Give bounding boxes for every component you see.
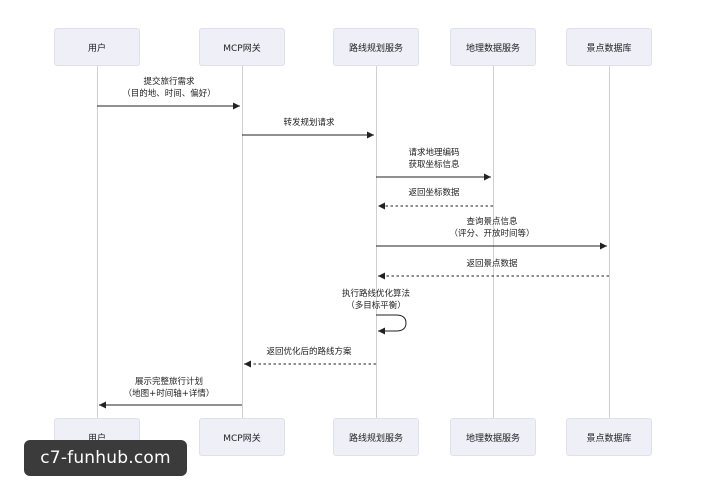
- actor-geo-data-top: 地理数据服务: [450, 28, 536, 66]
- actor-label: 地理数据服务: [465, 43, 520, 54]
- message-label-submit-request: 提交旅行需求（目的地、时间、偏好）: [122, 77, 216, 99]
- actor-label: MCP网关: [223, 433, 261, 444]
- actor-mcp-gateway-top: MCP网关: [199, 28, 285, 66]
- actor-label: 用户: [87, 43, 106, 54]
- lifeline-geo-data: [493, 66, 494, 418]
- actor-label: 景点数据库: [586, 433, 632, 444]
- watermark-text: c7-funhub.com: [40, 448, 171, 468]
- message-label-return-coordinates: 返回坐标数据: [408, 188, 460, 198]
- message-arrow-self-optimize: [376, 314, 407, 335]
- actor-label: 景点数据库: [586, 43, 632, 54]
- actor-mcp-gateway-bottom: MCP网关: [199, 418, 285, 456]
- message-label-return-route: 返回优化后的路线方案: [266, 347, 352, 357]
- actor-label: 路线规划服务: [348, 433, 403, 444]
- lifeline-mcp-gateway: [242, 66, 243, 418]
- message-label-return-poi: 返回景点数据: [466, 259, 518, 269]
- lifeline-poi-db: [609, 66, 610, 418]
- actor-geo-data-bottom: 地理数据服务: [450, 418, 536, 456]
- actor-route-planning-bottom: 路线规划服务: [333, 418, 419, 456]
- actor-poi-db-top: 景点数据库: [566, 28, 652, 66]
- message-label-geocode-request: 请求地理编码获取坐标信息: [408, 148, 460, 170]
- actor-route-planning-top: 路线规划服务: [333, 28, 419, 66]
- actor-label: 地理数据服务: [465, 433, 520, 444]
- actor-label: 路线规划服务: [348, 43, 403, 54]
- watermark-badge: c7-funhub.com: [24, 440, 187, 476]
- actor-user-top: 用户: [54, 28, 140, 66]
- message-label-forward-request: 转发规划请求: [283, 118, 335, 128]
- actor-label: 用户: [87, 433, 106, 444]
- lifeline-user: [97, 66, 98, 418]
- message-label-show-plan: 展示完整旅行计划（地图+时间轴+详情）: [123, 377, 215, 399]
- actor-poi-db-bottom: 景点数据库: [566, 418, 652, 456]
- message-label-query-poi: 查询景点信息（评分、开放时间等）: [449, 217, 535, 239]
- message-label-self-optimize: 执行路线优化算法（多目标平衡）: [341, 289, 411, 311]
- actor-label: MCP网关: [223, 43, 261, 54]
- lifeline-route-planning: [376, 66, 377, 418]
